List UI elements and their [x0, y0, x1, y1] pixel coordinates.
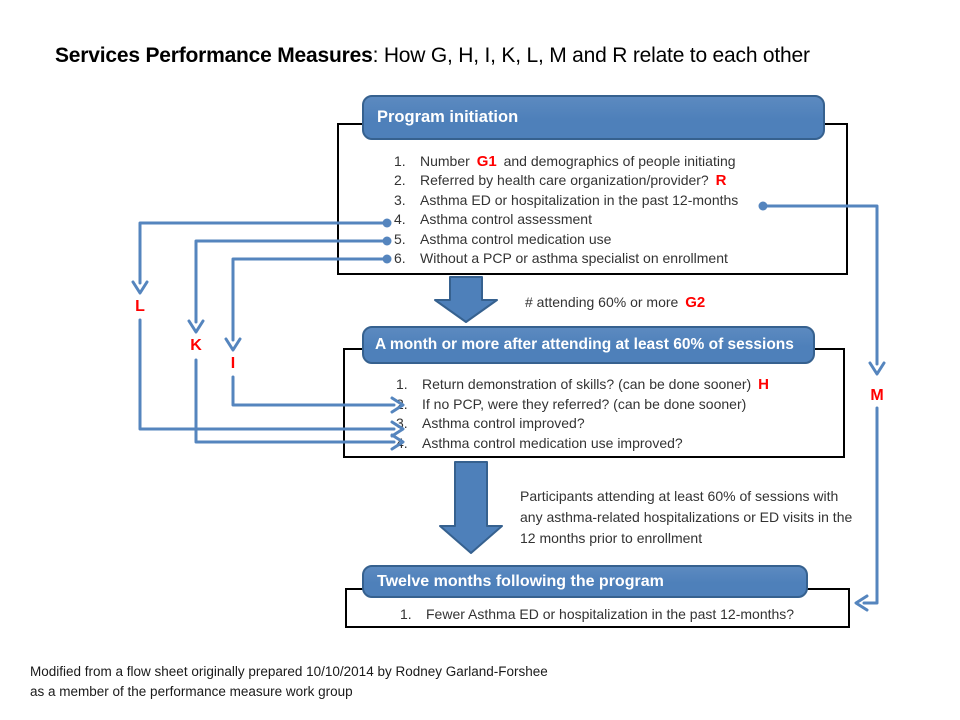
item-text-pre: Asthma control medication use	[420, 230, 612, 247]
program-initiation-header: Program initiation	[362, 95, 825, 140]
item-text-pre: Asthma control assessment	[420, 211, 592, 228]
flow-arrow-1-label-text: # attending 60% or more	[525, 294, 683, 310]
flow-arrow-1-label: # attending 60% or more G2	[525, 294, 708, 311]
flow-arrow-1	[434, 276, 498, 323]
list-item: 1. Number G1 and demographics of people i…	[394, 152, 846, 171]
measure-code-i: I	[230, 355, 236, 372]
item-number: 4.	[396, 434, 408, 451]
measure-code-h: H	[758, 376, 769, 393]
list-item: 3. Asthma ED or hospitalization in the pa…	[394, 191, 846, 210]
list-item: 3. Asthma control improved?	[396, 414, 843, 434]
program-initiation-box: 1. Number G1 and demographics of people i…	[337, 123, 848, 275]
item-text-pre: Return demonstration of skills? (can be …	[422, 376, 756, 392]
list-item: 1. Fewer Asthma ED or hospitalization in …	[400, 605, 848, 624]
list-item: 2. If no PCP, were they referred? (can be…	[396, 395, 843, 415]
page-title-bold: Services Performance Measures	[55, 44, 373, 67]
list-item: 4. Asthma control assessment	[394, 210, 846, 229]
item-number: 3.	[396, 415, 408, 431]
item-number: 4.	[394, 211, 406, 228]
item-text: If no PCP, were they referred? (can be d…	[422, 395, 746, 415]
page-title: Services Performance Measures: How G, H,…	[55, 44, 810, 68]
item-number: 2.	[396, 395, 408, 412]
item-text: Asthma control assessment	[420, 210, 592, 229]
measure-code-l: L	[135, 298, 145, 315]
measure-code-g2: G2	[685, 294, 706, 311]
attribution-note: Modified from a flow sheet originally pr…	[30, 662, 548, 701]
item-text-pre: Asthma ED or hospitalization in the past…	[420, 191, 739, 208]
item-text: Asthma ED or hospitalization in the past…	[420, 191, 738, 210]
measure-code-r: R	[715, 172, 727, 190]
list-item: 1. Return demonstration of skills? (can b…	[396, 375, 843, 395]
item-text-pre: Number	[420, 153, 474, 169]
flow-arrow-2	[439, 461, 503, 554]
item-number: 3.	[394, 191, 406, 208]
list-item: 2. Referred by health care organization/p…	[394, 171, 846, 190]
item-text: Fewer Asthma ED or hospitalization in th…	[426, 605, 794, 624]
item-text-pre: Without a PCP or asthma specialist on en…	[420, 250, 728, 267]
list-item: 4. Asthma control medication use improved…	[396, 434, 843, 454]
item-text-pre: Referred by health care organization/pro…	[420, 172, 713, 189]
item-number: 6.	[394, 250, 406, 267]
measure-code-k: K	[190, 337, 202, 354]
item-text: Asthma control medication use	[420, 230, 611, 249]
list-item: 5. Asthma control medication use	[394, 230, 846, 249]
month-after-header: A month or more after attending at least…	[362, 326, 815, 364]
item-text: Number G1 and demographics of people ini…	[420, 152, 736, 171]
item-text: Referred by health care organization/pro…	[420, 171, 729, 190]
item-number: 2.	[394, 172, 406, 189]
program-initiation-header-label: Program initiation	[377, 108, 519, 126]
item-text-pre: If no PCP, were they referred? (can be d…	[422, 395, 747, 412]
item-text-pre: Fewer Asthma ED or hospitalization in th…	[426, 606, 795, 622]
item-text: Asthma control improved?	[422, 414, 585, 434]
attribution-line-1: Modified from a flow sheet originally pr…	[30, 664, 548, 679]
item-text: Return demonstration of skills? (can be …	[422, 375, 772, 395]
measure-code-m: M	[870, 387, 884, 404]
item-text-pre: Asthma control medication use improved?	[422, 434, 683, 451]
measure-code-g1: G1	[476, 153, 497, 170]
item-number: 1.	[400, 606, 412, 622]
item-text: Asthma control medication use improved?	[422, 434, 683, 454]
twelve-months-header: Twelve months following the program	[362, 565, 808, 598]
page-title-rest: : How G, H, I, K, L, M and R relate to e…	[372, 44, 810, 67]
flow-arrow-2-label: Participants attending at least 60% of s…	[520, 488, 853, 546]
item-text-post: and demographics of people initiating	[499, 153, 736, 169]
item-number: 1.	[396, 376, 408, 392]
month-after-header-label: A month or more after attending at least…	[375, 336, 794, 353]
item-text: Without a PCP or asthma specialist on en…	[420, 249, 728, 268]
item-number: 1.	[394, 153, 406, 169]
list-item: 6. Without a PCP or asthma specialist on …	[394, 249, 846, 268]
twelve-months-header-label: Twelve months following the program	[377, 572, 664, 590]
month-after-box: 1. Return demonstration of skills? (can b…	[343, 348, 845, 458]
item-number: 5.	[394, 230, 406, 247]
attribution-line-2: as a member of the performance measure w…	[30, 683, 353, 699]
item-text-pre: Asthma control improved?	[422, 415, 585, 431]
